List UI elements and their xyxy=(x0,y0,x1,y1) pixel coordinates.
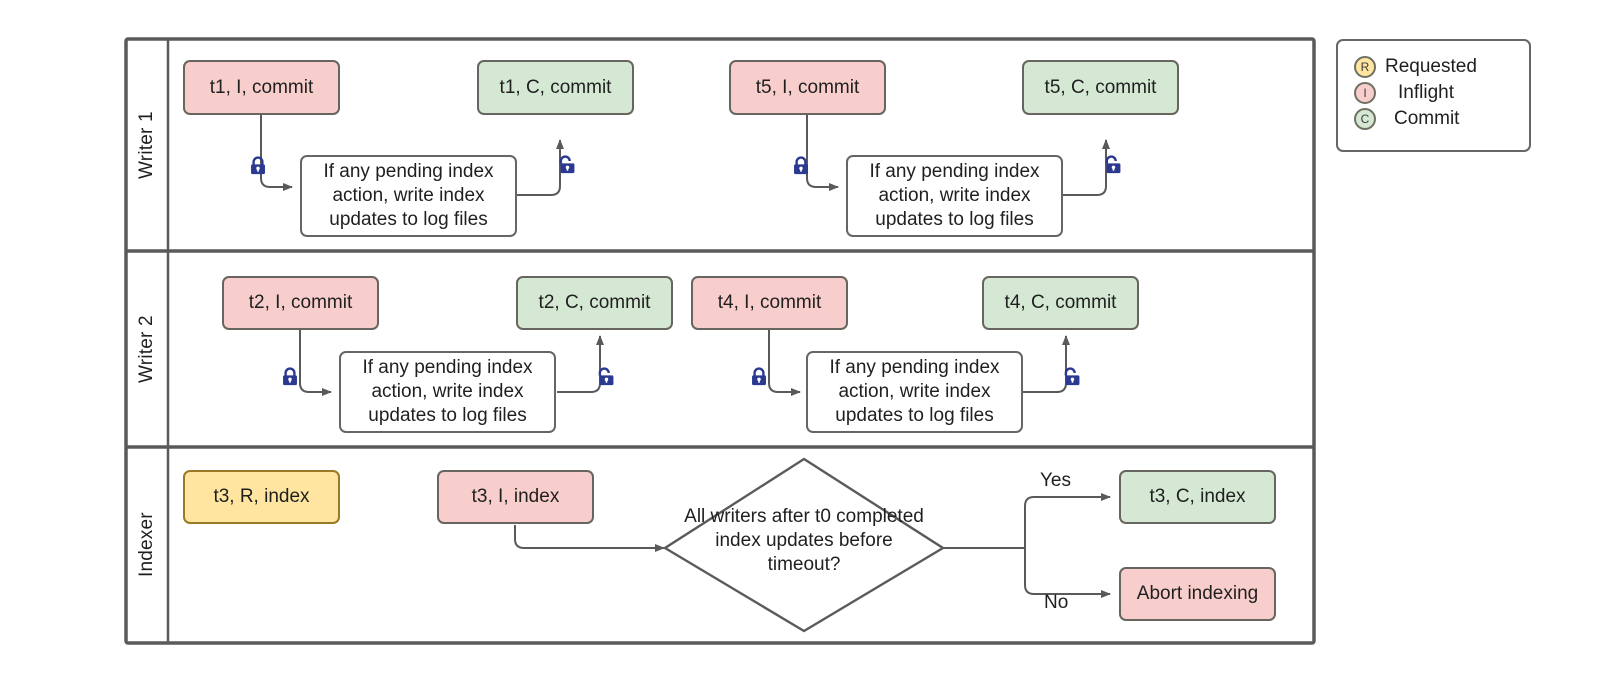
legend-item-requested: R Requested xyxy=(1354,54,1477,80)
lock-closed-icon xyxy=(794,156,808,175)
lane-label-writer-2: Writer 2 xyxy=(136,315,157,383)
node-w2-process-left[interactable]: If any pending index action, write index… xyxy=(339,351,556,433)
node-indexer-t3-commit[interactable]: t3, C, index xyxy=(1119,470,1276,524)
lane-label-writer-1: Writer 1 xyxy=(136,111,157,179)
lock-open-icon xyxy=(1064,367,1080,386)
node-w1-t5-inflight[interactable]: t5, I, commit xyxy=(729,60,886,115)
node-w2-t4-inflight[interactable]: t4, I, commit xyxy=(691,276,848,330)
lock-open-icon xyxy=(559,155,575,174)
legend-badge-commit-icon: C xyxy=(1354,108,1376,130)
edge-label-no: No xyxy=(1044,592,1069,613)
legend-item-commit: C Commit xyxy=(1354,106,1459,132)
legend-label-commit: Commit xyxy=(1394,108,1460,129)
legend-item-inflight: I Inflight xyxy=(1354,80,1454,106)
node-w1-t1-inflight[interactable]: t1, I, commit xyxy=(183,60,340,115)
lock-closed-icon xyxy=(251,156,265,175)
lock-open-icon xyxy=(1105,155,1121,174)
node-w2-process-right[interactable]: If any pending index action, write index… xyxy=(806,351,1023,433)
node-w1-process-right[interactable]: If any pending index action, write index… xyxy=(846,155,1063,237)
legend-badge-inflight-icon: I xyxy=(1354,82,1376,104)
lock-closed-icon xyxy=(752,367,766,386)
node-w1-t1-commit[interactable]: t1, C, commit xyxy=(477,60,634,115)
node-w1-t5-commit[interactable]: t5, C, commit xyxy=(1022,60,1179,115)
lock-closed-icon xyxy=(283,367,297,386)
lane-label-indexer: Indexer xyxy=(136,512,157,578)
node-indexer-abort[interactable]: Abort indexing xyxy=(1119,567,1276,621)
node-w1-process-left[interactable]: If any pending index action, write index… xyxy=(300,155,517,237)
edge-label-yes: Yes xyxy=(1040,470,1071,491)
lock-open-icon xyxy=(598,367,614,386)
legend-label-requested: Requested xyxy=(1385,56,1477,77)
node-indexer-t3-requested[interactable]: t3, R, index xyxy=(183,470,340,524)
node-w2-t4-commit[interactable]: t4, C, commit xyxy=(982,276,1139,330)
node-w2-t2-inflight[interactable]: t2, I, commit xyxy=(222,276,379,330)
legend-badge-requested-icon: R xyxy=(1354,56,1376,78)
node-indexer-t3-inflight[interactable]: t3, I, index xyxy=(437,470,594,524)
node-indexer-decision-label: All writers after t0 completed index upd… xyxy=(684,506,924,575)
node-w2-t2-commit[interactable]: t2, C, commit xyxy=(516,276,673,330)
legend-label-inflight: Inflight xyxy=(1398,82,1454,103)
